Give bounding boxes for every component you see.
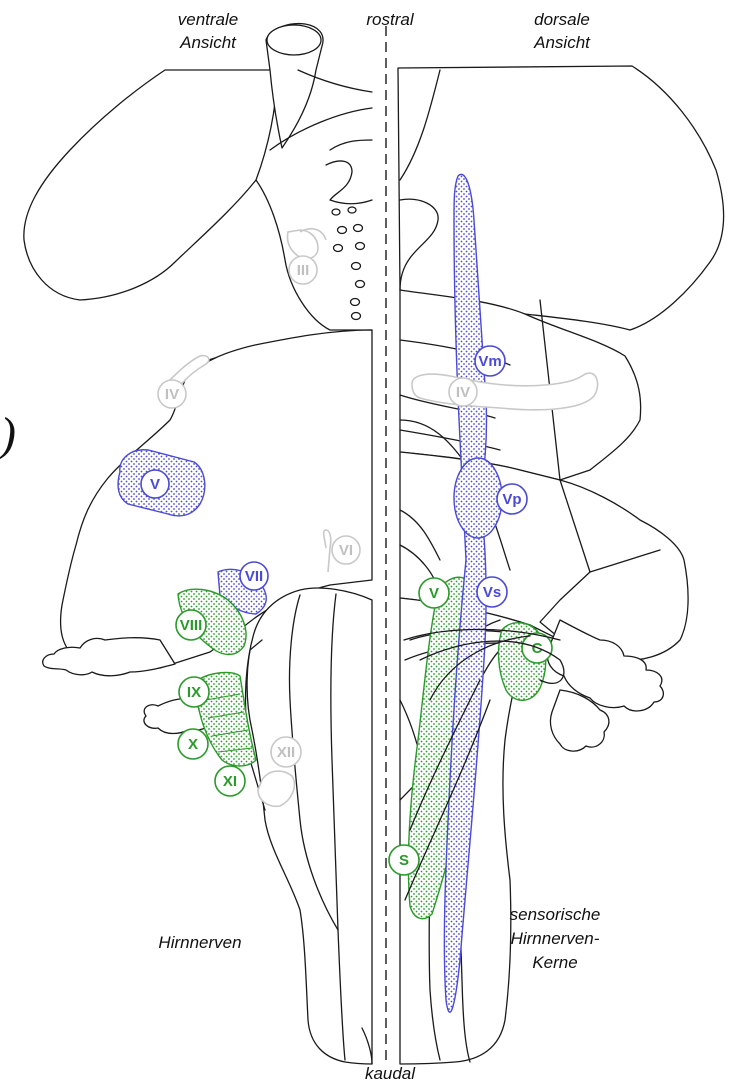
edge-paren: ) [0, 408, 16, 461]
left-upper-lobe [24, 70, 278, 300]
nerve-III-label: III [297, 262, 310, 279]
caption-hirnnerven: Hirnnerven [158, 933, 241, 952]
nerve-III: III [287, 229, 326, 284]
nerve-V-label-left: V [150, 476, 160, 493]
caption-sensorische-1: sensorische [510, 905, 601, 924]
optic-stalk-top [267, 25, 321, 55]
label-ventral-1: ventrale [178, 10, 238, 29]
ventral-view [24, 24, 372, 1064]
nucleus-Vs-label: Vs [483, 584, 501, 601]
nerve-VII-label: VII [245, 568, 263, 585]
label-dorsal-1: dorsale [534, 10, 590, 29]
nucleus-V-label: V [429, 585, 439, 602]
label-ventral-2: Ansicht [179, 33, 237, 52]
nucleus-Vm-label: Vm [478, 353, 501, 370]
nerve-XII-label: XII [277, 744, 295, 761]
label-dorsal-2: Ansicht [533, 33, 591, 52]
mammillary-dots [332, 207, 365, 320]
right-upper-lobe [398, 66, 724, 330]
nucleus-IV-label-right: IV [456, 384, 470, 401]
nucleus-V-sensory: V [419, 578, 449, 608]
nerve-VIII-label: VIII [180, 617, 203, 634]
nucleus-Vp [454, 458, 502, 538]
left-medulla [247, 588, 372, 1064]
label-kaudal: kaudal [365, 1064, 416, 1083]
caption-sensorische-2: Hirnnerven- [511, 929, 600, 948]
nerve-IX: IX [179, 677, 209, 707]
nerve-VI-label: VI [339, 542, 353, 559]
nucleus-Vp-label: Vp [502, 491, 521, 508]
nerve-XI-label: XI [223, 773, 237, 790]
nerve-XI: XI [215, 766, 245, 796]
nerve-IV-label-left: IV [165, 386, 179, 403]
nucleus-Vp-marker: Vp [497, 484, 527, 514]
nucleus-S-label: S [399, 852, 409, 869]
nerve-X: X [178, 729, 208, 759]
nucleus-S: S [389, 845, 419, 875]
nucleus-Vm: Vm [475, 346, 505, 376]
left-flocculus [43, 638, 175, 676]
nucleus-Vs: Vs [477, 577, 507, 607]
caption-sensorische-3: Kerne [532, 953, 577, 972]
nerve-IX-label: IX [187, 684, 201, 701]
label-rostral: rostral [366, 10, 414, 29]
nerve-X-label: X [188, 736, 198, 753]
